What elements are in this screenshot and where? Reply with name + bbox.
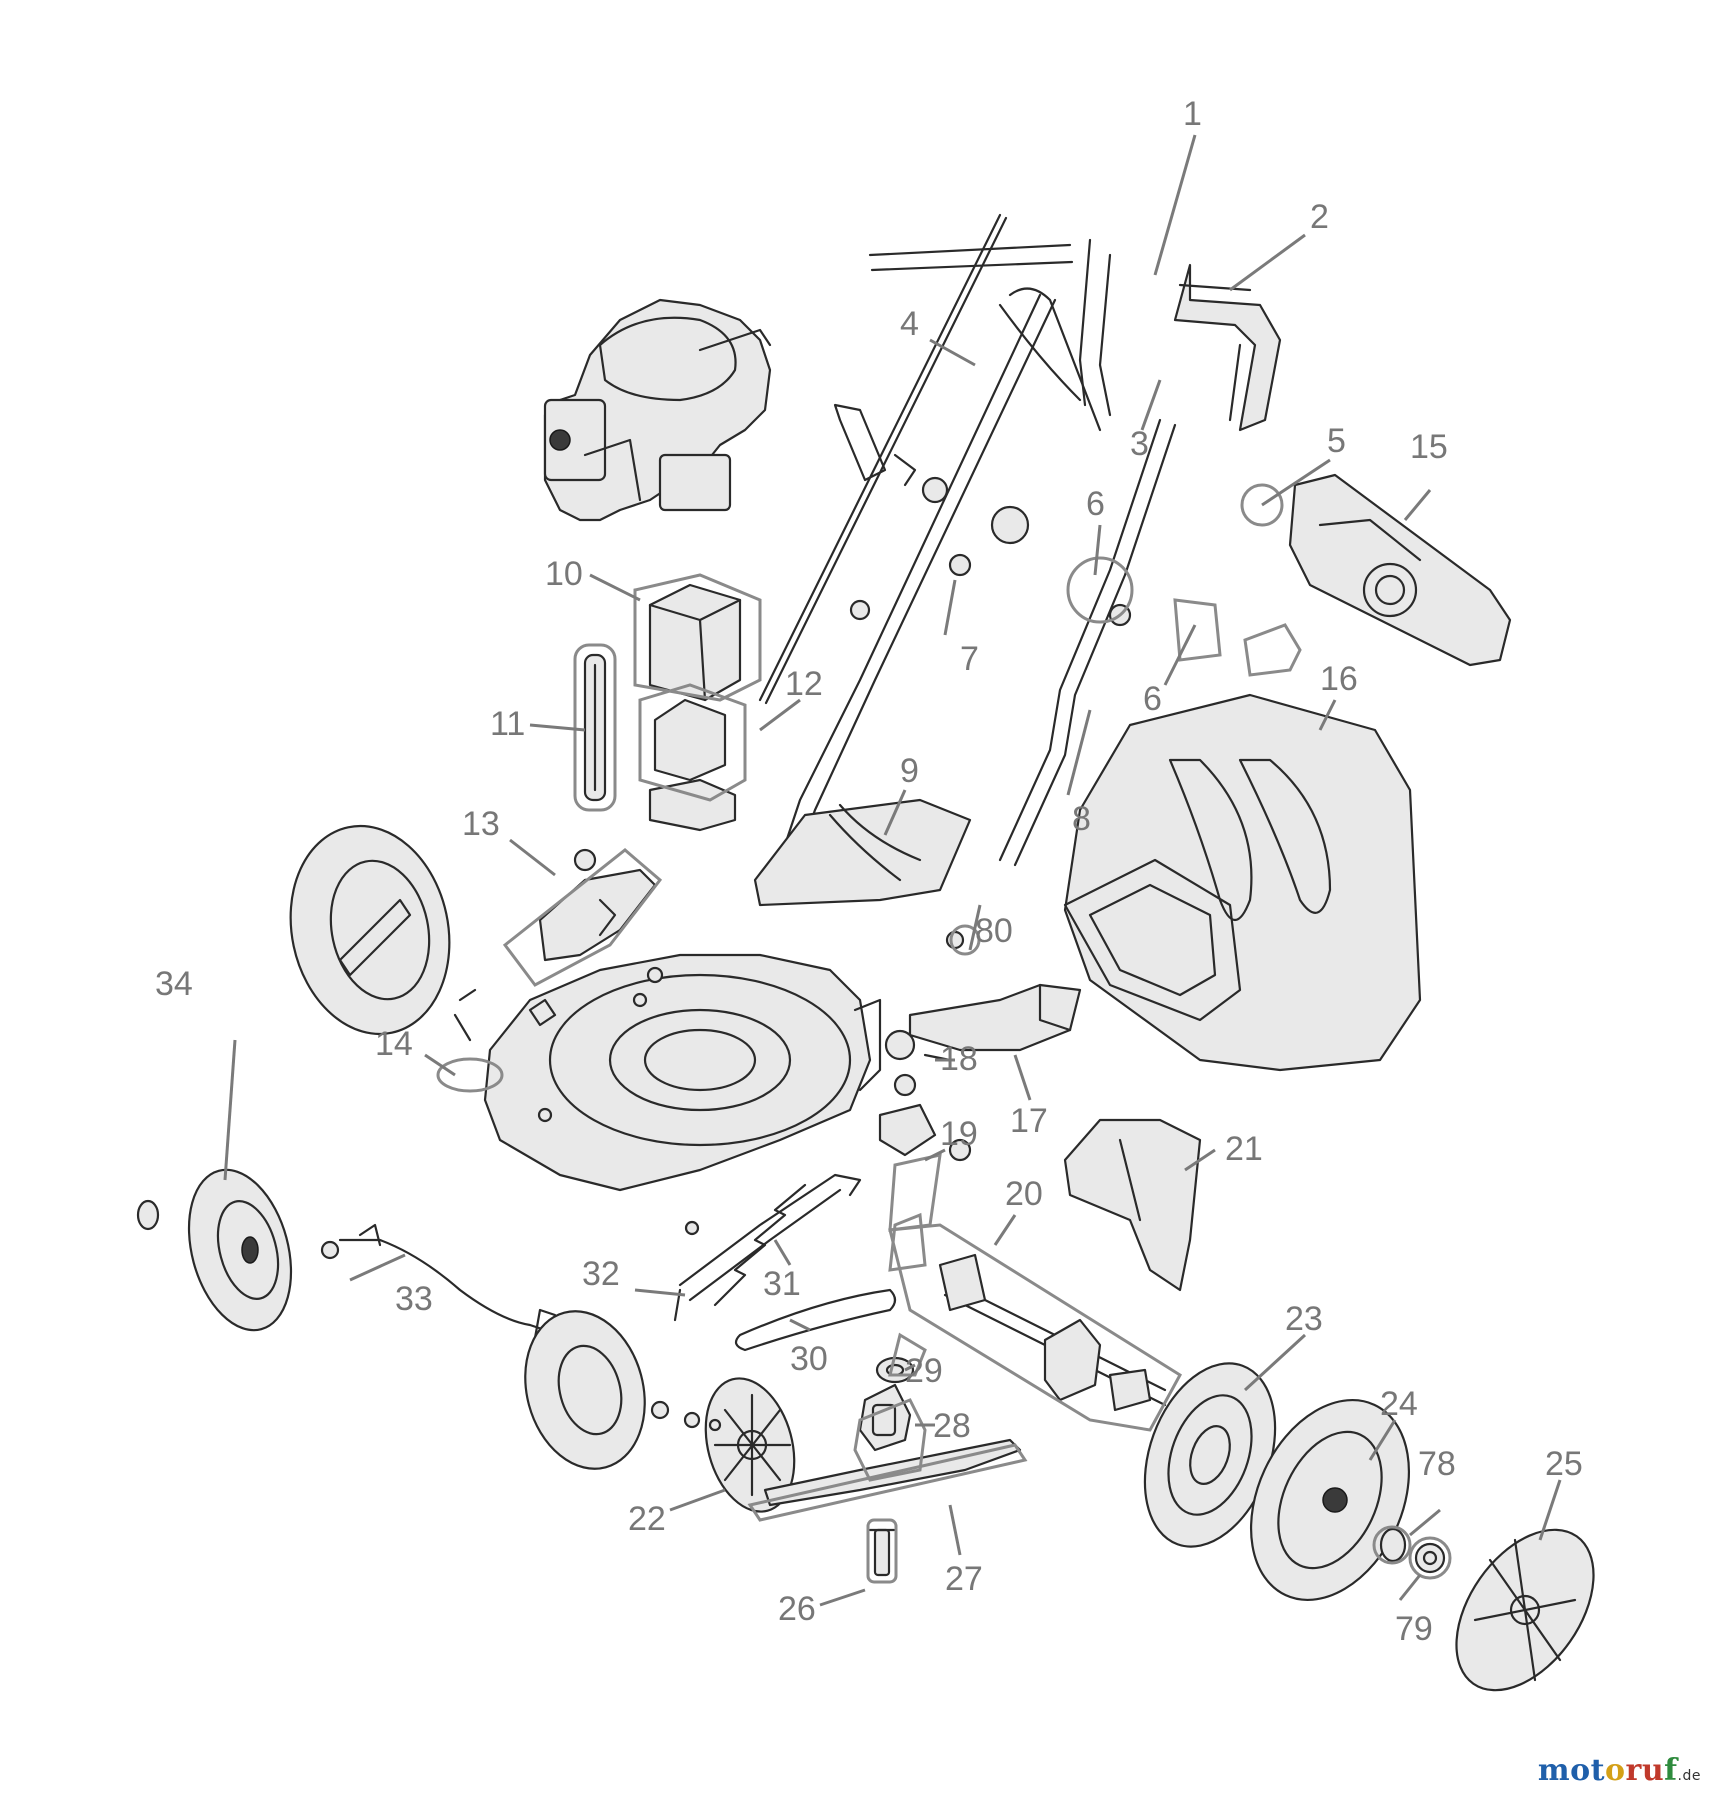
callout-34: 34 [155, 965, 193, 1003]
battery [648, 583, 742, 702]
callout-27: 27 [945, 1560, 983, 1598]
callout-13: 13 [462, 805, 500, 843]
wheel-washer [1379, 1527, 1407, 1563]
hub-cap-front [704, 1377, 796, 1513]
callout-6b: 6 [1143, 680, 1162, 718]
callout-30: 30 [790, 1340, 828, 1378]
callout-11: 11 [490, 705, 525, 743]
callout-3: 3 [1130, 425, 1149, 463]
blade-bolt [868, 1528, 896, 1577]
right-lower-handle [998, 418, 1177, 867]
charger [648, 698, 737, 832]
callout-8: 8 [1072, 800, 1091, 838]
leader-lines [223, 134, 1562, 1607]
brand-part-1: mot [1537, 1753, 1605, 1788]
callout-12: 12 [785, 665, 823, 703]
upper-handle [868, 238, 1112, 417]
front-right-wheel [524, 1310, 646, 1470]
callout-26: 26 [778, 1590, 816, 1628]
brand-part-4: f [1664, 1753, 1678, 1788]
callout-23: 23 [1285, 1300, 1323, 1338]
callout-1: 1 [1183, 95, 1202, 133]
spring [713, 1183, 807, 1307]
rear-left-wheel [187, 1168, 293, 1332]
callout-32: 32 [582, 1255, 620, 1293]
callout-5: 5 [1327, 422, 1346, 460]
gearbox-drive-shaft [938, 1253, 1167, 1412]
hub-cap-rear [1455, 1528, 1595, 1692]
brand-logo: motoruf.de [1538, 1753, 1701, 1788]
callout-16: 16 [1320, 660, 1358, 698]
cable-bar [998, 287, 1102, 432]
front-left-wheel [289, 824, 451, 1036]
brand-part-2: o [1605, 1753, 1626, 1788]
callout-79: 79 [1395, 1610, 1433, 1648]
small-fasteners [537, 966, 972, 1236]
callout-18: 18 [940, 1040, 978, 1078]
blade-holder [858, 1383, 912, 1452]
callout-33: 33 [395, 1280, 433, 1318]
callout-31: 31 [763, 1265, 801, 1303]
front-bearing [136, 1199, 160, 1231]
wheel-nut [1414, 1542, 1446, 1574]
callout-4: 4 [900, 305, 919, 343]
callout-20: 20 [1005, 1175, 1043, 1213]
callout-6a: 6 [1086, 485, 1105, 523]
rear-axle [320, 1223, 557, 1342]
rear-flap [753, 798, 972, 907]
throttle-linkage [833, 403, 917, 487]
callout-2: 2 [1310, 198, 1329, 236]
mower-deck [483, 953, 882, 1192]
callout-14: 14 [375, 1025, 413, 1063]
wheel-bearings [650, 1400, 722, 1432]
callout-19: 19 [940, 1115, 978, 1153]
height-adjuster [453, 988, 557, 1042]
callout-78: 78 [1418, 1445, 1456, 1483]
rear-cover [1288, 473, 1512, 667]
group-boxes [436, 483, 1452, 1584]
charge-cable [583, 653, 607, 802]
mulching-plug [908, 983, 1082, 1052]
rear-right-wheel [1249, 1398, 1411, 1602]
engine [543, 298, 772, 522]
callout-24: 24 [1380, 1385, 1418, 1423]
callout-25: 25 [1545, 1445, 1583, 1483]
callout-10: 10 [545, 555, 583, 593]
bail-lever [1173, 263, 1282, 432]
callout-29: 29 [905, 1352, 943, 1390]
wheel-gear-cover [1143, 1362, 1277, 1548]
callout-7: 7 [960, 640, 979, 678]
callout-21: 21 [1225, 1130, 1263, 1168]
grass-catcher [1063, 693, 1422, 1072]
callout-17: 17 [1010, 1102, 1048, 1140]
callout-80: 80 [975, 912, 1013, 950]
callout-28: 28 [933, 1407, 971, 1445]
brand-tld: .de [1677, 1768, 1701, 1784]
v-belt [734, 1288, 897, 1352]
callout-9: 9 [900, 752, 919, 790]
brand-part-3: ru [1625, 1753, 1665, 1788]
callout-labels: 1 2 3 4 5 6 6 7 8 9 10 11 12 13 14 15 16… [155, 95, 1583, 1648]
callout-22: 22 [628, 1500, 666, 1538]
callout-15: 15 [1410, 428, 1448, 466]
rear-guard [1063, 1118, 1202, 1292]
